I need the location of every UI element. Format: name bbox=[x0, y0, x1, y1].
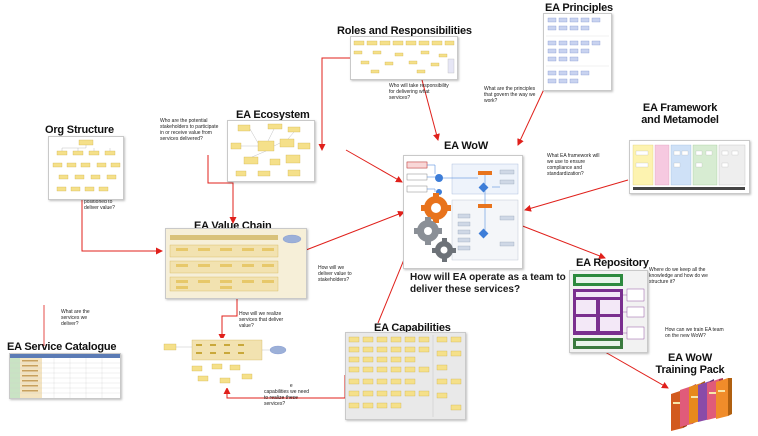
ecosystem-title: EA Ecosystem bbox=[236, 109, 310, 121]
ecosystem-thumbnail[interactable] bbox=[227, 120, 315, 182]
value-chain-thumbnail[interactable] bbox=[165, 228, 307, 299]
training-title: EA WoW Training Pack bbox=[655, 352, 725, 376]
arrow-valuechain-to-wow bbox=[305, 210, 405, 251]
ecosystem-question: Who are the potential stakeholders to pa… bbox=[160, 118, 219, 142]
service-catalogue-thumbnail[interactable] bbox=[9, 353, 121, 399]
wow-title: EA WoW bbox=[444, 140, 489, 152]
main-question: How will EA operate as a team to deliver… bbox=[410, 272, 566, 295]
training-question: How can we train EA team on the new WoW? bbox=[665, 327, 724, 339]
arrow-wow-to-repository bbox=[519, 224, 606, 260]
capabilities-title: EA Capabilities bbox=[374, 322, 451, 334]
principles-question: What are the principles that govern the … bbox=[484, 86, 536, 104]
capabilities-thumbnail[interactable] bbox=[345, 332, 466, 420]
roles-title: Roles and Responsibilities bbox=[337, 25, 472, 37]
arrow-valuechain-to-realize bbox=[218, 297, 238, 341]
arrow-roles-to-wow bbox=[318, 57, 350, 151]
principles-title: EA Principles bbox=[545, 2, 613, 14]
framework-title: EA Framework and Metamodel bbox=[641, 102, 719, 126]
roles-thumbnail[interactable] bbox=[350, 36, 458, 80]
training-pack-books-icon[interactable] bbox=[665, 378, 735, 431]
realize-services-thumbnail[interactable] bbox=[162, 338, 290, 388]
service-catalogue-title: EA Service Catalogue bbox=[7, 341, 117, 353]
service-catalogue-question: What are the services we deliver? bbox=[61, 309, 90, 327]
principles-thumbnail[interactable] bbox=[543, 13, 612, 91]
org-structure-title: Org Structure bbox=[45, 124, 114, 136]
gears-icon bbox=[414, 193, 456, 262]
roles-question: Who will take responsibility for deliver… bbox=[389, 83, 449, 101]
repository-thumbnail[interactable] bbox=[569, 270, 648, 353]
arrow-framework-to-wow bbox=[524, 179, 629, 212]
framework-question: What EA framework will we use to ensure … bbox=[547, 153, 600, 177]
wow-process-thumbnail[interactable] bbox=[403, 155, 523, 269]
repository-title: EA Repository bbox=[576, 257, 649, 269]
framework-thumbnail[interactable] bbox=[629, 140, 750, 194]
realize-question: How will we realize services that delive… bbox=[239, 311, 284, 329]
value-chain-question: How will we deliver value to stakeholder… bbox=[318, 265, 352, 283]
arrow-ecosystem-to-wow bbox=[345, 149, 403, 183]
repository-question: Where do we keep all the knowledge and h… bbox=[649, 267, 708, 285]
org-structure-thumbnail[interactable] bbox=[48, 136, 124, 200]
